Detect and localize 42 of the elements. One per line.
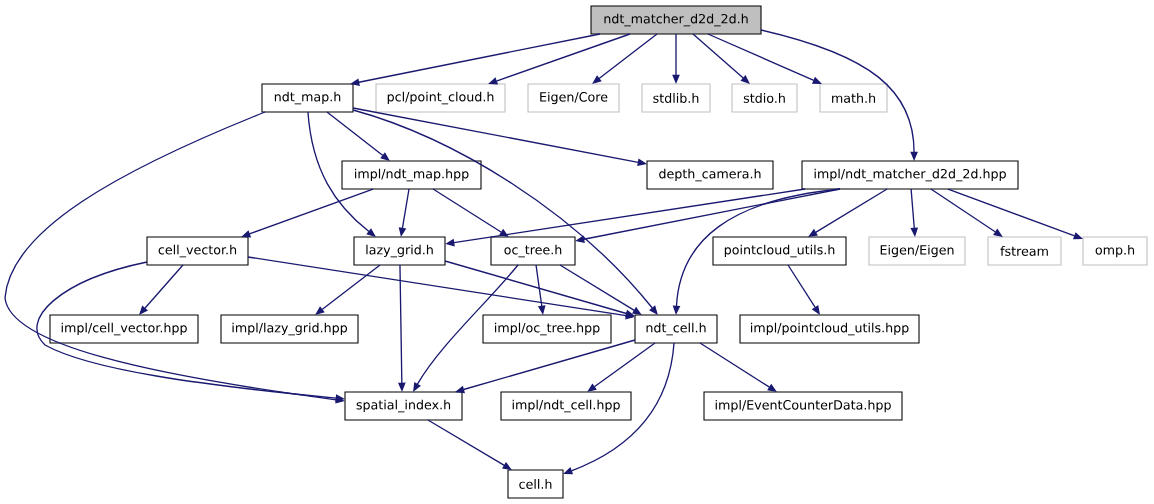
file-box: cell.h xyxy=(507,469,564,499)
file-box: impl/cell_vector.hpp xyxy=(49,314,199,344)
arrow xyxy=(692,33,750,84)
file-box: fstream xyxy=(987,236,1062,266)
file-box: impl/pointcloud_utils.hpp xyxy=(739,314,920,344)
arrow xyxy=(307,111,376,237)
arrow xyxy=(587,342,656,392)
arrow xyxy=(787,264,820,315)
arrow xyxy=(432,188,509,237)
arrow xyxy=(592,33,658,84)
arrow xyxy=(427,419,512,470)
arrow xyxy=(930,188,1003,237)
file-box: oc_tree.h xyxy=(490,236,576,266)
file-box: impl/ndt_matcher_d2d_2d.hpp xyxy=(801,160,1019,190)
file-box: stdlib.h xyxy=(641,83,711,113)
file-box: cell_vector.h xyxy=(146,236,249,266)
file-box: math.h xyxy=(819,83,888,113)
file-box: impl/EventCounterData.hpp xyxy=(703,391,903,421)
file-box: impl/ndt_cell.hpp xyxy=(500,391,632,421)
file-box: stdio.h xyxy=(731,83,798,113)
file-box: pcl/point_cloud.h xyxy=(375,83,506,113)
arrow xyxy=(808,188,888,237)
arrow xyxy=(139,264,184,315)
file-box: lazy_grid.h xyxy=(353,236,446,266)
highlighted-file-box: ndt_matcher_d2d_2d.h xyxy=(590,5,762,35)
arrow xyxy=(326,111,390,161)
file-box: impl/ndt_map.hpp xyxy=(341,160,482,190)
file-box: pointcloud_utils.h xyxy=(712,236,847,266)
arrow xyxy=(315,264,381,315)
file-box: depth_camera.h xyxy=(646,160,774,190)
file-box: impl/lazy_grid.hpp xyxy=(220,314,359,344)
file-box: impl/oc_tree.hpp xyxy=(482,314,612,344)
arrow xyxy=(559,264,642,315)
file-box: spatial_index.h xyxy=(344,391,463,421)
file-box: Eigen/Eigen xyxy=(868,236,966,266)
arrow xyxy=(352,109,658,315)
file-box: ndt_map.h xyxy=(261,83,354,113)
file-box: ndt_cell.h xyxy=(634,314,718,344)
file-box: omp.h xyxy=(1082,236,1148,266)
arrow xyxy=(699,342,777,392)
file-box: Eigen/Core xyxy=(527,83,620,113)
arrow xyxy=(413,264,519,392)
